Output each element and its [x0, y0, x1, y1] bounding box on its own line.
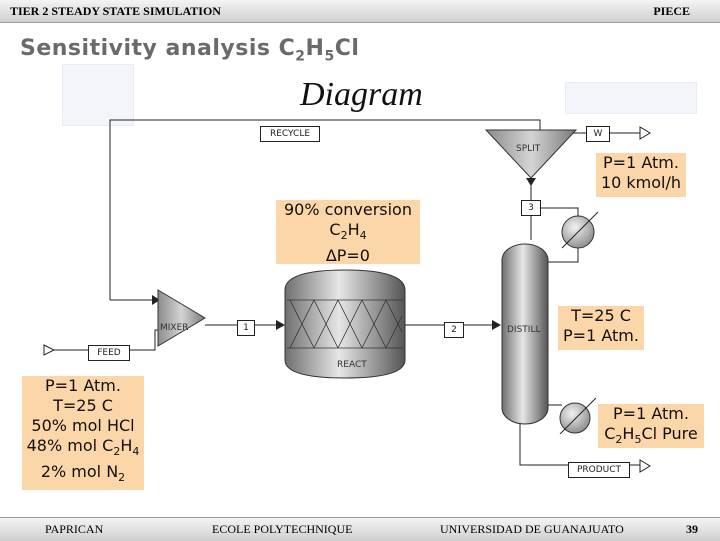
split-unit-label: SPLIT: [516, 144, 541, 154]
distillation-column: [501, 243, 549, 425]
distill-unit-label: DISTILL: [507, 325, 541, 335]
product-stream-label[interactable]: PRODUCT: [568, 462, 630, 478]
stream-3-label[interactable]: 3: [521, 200, 541, 216]
condenser-line: [548, 248, 579, 263]
reactor-packing-pattern: [289, 299, 403, 349]
footer-paprican: PAPRICAN: [45, 522, 104, 536]
stream-2-arrow: [492, 320, 501, 330]
mixer-unit: [157, 289, 206, 347]
mixer-unit-label: MIXER: [160, 323, 189, 333]
condenser-return-line: [531, 207, 579, 216]
feed-stream-label[interactable]: FEED: [88, 345, 130, 361]
split-conditions-note: P=1 Atm. 10 kmol/h: [596, 153, 686, 197]
page-number: 39: [686, 522, 698, 536]
footer-guanajuato: UNIVERSIDAD DE GUANAJUATO: [440, 522, 624, 536]
w-stream-label[interactable]: W: [586, 126, 610, 142]
stream-2-label[interactable]: 2: [444, 322, 464, 338]
splitter-vessel: [484, 129, 578, 179]
background-decoration-left: [62, 64, 134, 126]
reactor-conditions-note: 90% conversion C2H4 ∆P=0: [276, 200, 420, 265]
recycle-stream-label[interactable]: RECYCLE: [260, 126, 320, 142]
reboiler-arrow-line: [559, 397, 597, 435]
background-decoration-right: [565, 82, 697, 114]
reboiler-heat-exchanger: [559, 402, 591, 434]
footer-bar: PAPRICAN ECOLE POLYTECHNIQUE UNIVERSIDAD…: [0, 517, 720, 541]
diagram-title: Diagram: [300, 76, 423, 113]
product-conditions-note: P=1 Atm. C2H5Cl Pure: [598, 404, 704, 448]
stream-3-arrow: [526, 178, 536, 186]
feed-inlet-arrow: [43, 344, 56, 356]
header-left-text: TIER 2 STEADY STATE SIMULATION: [10, 4, 221, 18]
stream-1-arrow: [276, 320, 285, 330]
footer-ecole: ECOLE POLYTECHNIQUE: [212, 522, 353, 536]
mixer-inlet-arrow: [152, 295, 160, 305]
recycle-stream-line: [109, 119, 541, 300]
product-outlet-arrow: [639, 459, 651, 473]
reactor-vessel: [284, 269, 406, 379]
page-title: Sensitivity analysis C2H5Cl: [20, 36, 360, 65]
feed-conditions-note: P=1 Atm. T=25 C 50% mol HCl 48% mol C2H4…: [22, 376, 144, 490]
stream-1-label[interactable]: 1: [237, 320, 255, 336]
distill-conditions-note: T=25 C P=1 Atm.: [558, 306, 644, 350]
header-bar: TIER 2 STEADY STATE SIMULATION PIECE: [0, 0, 720, 23]
react-unit-label: REACT: [337, 360, 367, 370]
w-outlet-arrow: [639, 126, 651, 140]
condenser-arrow-line: [561, 211, 599, 249]
header-right-text: PIECE: [653, 4, 690, 18]
